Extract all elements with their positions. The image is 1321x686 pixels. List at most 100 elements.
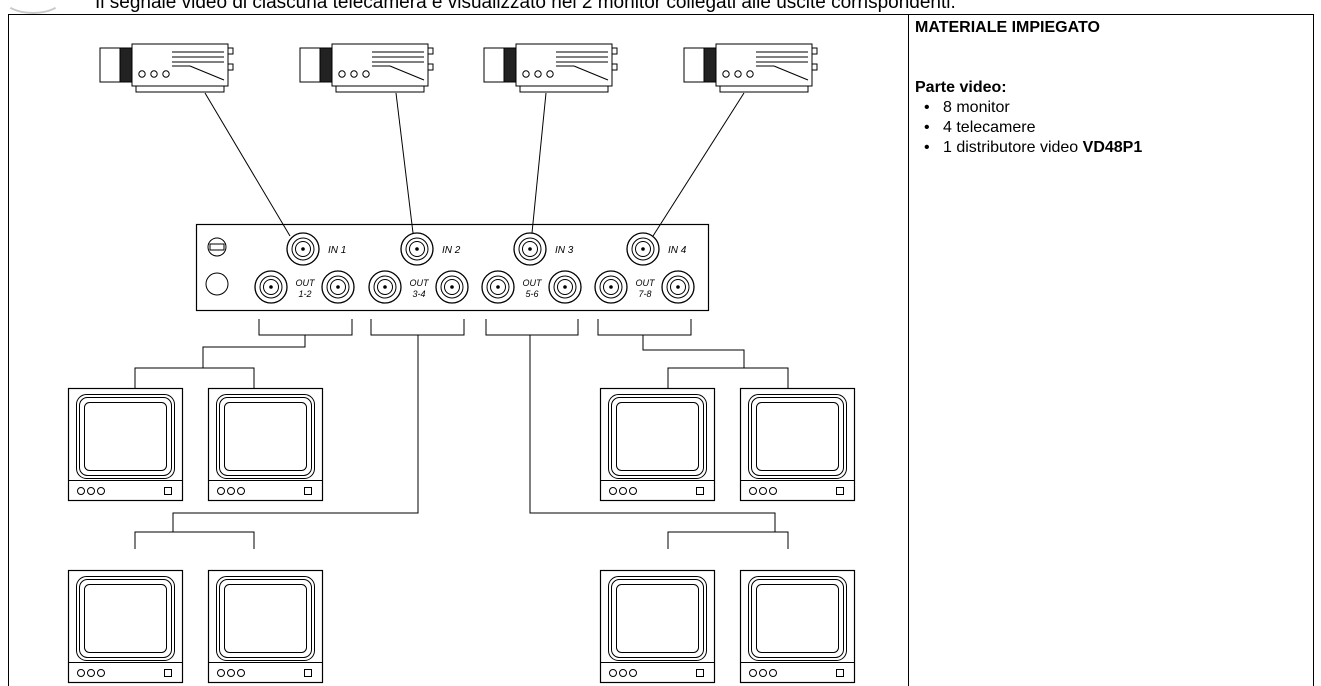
camera-led — [338, 70, 346, 78]
monitor-6 — [207, 569, 324, 684]
monitor-1 — [67, 387, 184, 502]
monitor-knob — [237, 669, 245, 677]
cable-out-2 — [134, 335, 419, 549]
monitor-knob — [97, 669, 105, 677]
monitor-power-button — [164, 487, 172, 495]
camera-4 — [683, 43, 818, 93]
camera-connector — [811, 47, 818, 55]
bnc-pin — [528, 247, 532, 251]
camera-connector — [427, 63, 434, 71]
cable-out-4b — [744, 367, 789, 388]
camera-lens-ring — [319, 47, 333, 83]
bnc-pin — [563, 285, 567, 289]
input-label-1: IN 1 — [328, 245, 346, 256]
header-text: Il segnale video di ciascuna telecamera … — [95, 0, 956, 13]
power-knob-slot — [209, 243, 225, 251]
camera-3 — [483, 43, 618, 93]
camera-led — [162, 70, 170, 78]
monitor-knob — [609, 669, 617, 677]
monitor-screen — [84, 584, 167, 653]
bnc-pin — [301, 247, 305, 251]
camera-cable-guide — [573, 65, 609, 81]
monitor-3 — [599, 387, 716, 502]
camera-body — [131, 43, 229, 87]
input-connector-2 — [400, 232, 434, 266]
monitor-knob — [217, 669, 225, 677]
monitor-power-button — [304, 487, 312, 495]
bnc-pin — [676, 285, 680, 289]
monitor-knob — [759, 669, 767, 677]
monitor-8 — [739, 569, 856, 684]
cable-out-1 — [134, 335, 306, 388]
indicator-led — [205, 272, 229, 296]
camera-lens-ring — [703, 47, 717, 83]
materials-list: 8 monitor 4 telecamere 1 distributore vi… — [915, 98, 1315, 158]
monitor-knob — [619, 487, 627, 495]
monitor-knob — [769, 669, 777, 677]
camera-connector — [611, 63, 618, 71]
output-label-2: OUT — [410, 278, 431, 288]
monitor-screen — [616, 402, 699, 471]
monitor-screen — [224, 402, 307, 471]
cable-out-3 — [529, 335, 776, 549]
bnc-pin — [609, 285, 613, 289]
cable-group — [134, 92, 789, 549]
input-label-2: IN 2 — [442, 245, 461, 256]
monitor-screen — [756, 584, 839, 653]
bnc-pin — [641, 247, 645, 251]
camera-cable-guide — [389, 65, 425, 81]
monitor-power-button — [836, 669, 844, 677]
monitor-2 — [207, 387, 324, 502]
output-label-3: OUT — [523, 278, 544, 288]
camera-cable-guide — [189, 65, 225, 81]
camera-led — [522, 70, 530, 78]
monitor-knob — [629, 669, 637, 677]
materials-item-cameras: 4 telecamere — [915, 118, 1315, 138]
camera-lens — [299, 47, 321, 83]
input-label-3: IN 3 — [555, 245, 574, 256]
monitor-power-button — [304, 669, 312, 677]
materials-title: MATERIALE IMPIEGATO — [915, 19, 1100, 36]
output-connector-1 — [254, 270, 288, 304]
monitor-screen — [756, 402, 839, 471]
input-connector-4 — [626, 232, 660, 266]
camera-lens-ring — [503, 47, 517, 83]
output-label-4: OUT — [636, 278, 657, 288]
materials-item-monitors: 8 monitor — [915, 98, 1315, 118]
output-connector-4 — [435, 270, 469, 304]
output-connector-7 — [594, 270, 628, 304]
camera-connector — [611, 47, 618, 55]
camera-mount — [335, 85, 425, 93]
monitor-5 — [67, 569, 184, 684]
camera-lens — [483, 47, 505, 83]
output-bracket-2 — [370, 319, 465, 336]
camera-1 — [99, 43, 234, 93]
bnc-pin — [383, 285, 387, 289]
bnc-pin — [496, 285, 500, 289]
monitor-knob — [237, 487, 245, 495]
camera-lens — [99, 47, 121, 83]
cable-out-2b — [173, 531, 255, 549]
output-connector-5 — [481, 270, 515, 304]
monitor-power-button — [696, 669, 704, 677]
camera-body — [715, 43, 813, 87]
output-connector-3 — [368, 270, 402, 304]
monitor-power-button — [836, 487, 844, 495]
output-range-3: 5-6 — [525, 289, 538, 299]
monitor-knob — [77, 487, 85, 495]
camera-led — [746, 70, 754, 78]
monitor-knob — [759, 487, 767, 495]
monitor-knob — [749, 487, 757, 495]
camera-led — [138, 70, 146, 78]
bnc-pin — [450, 285, 454, 289]
input-connector-3 — [513, 232, 547, 266]
camera-led — [546, 70, 554, 78]
monitor-knob — [97, 487, 105, 495]
monitor-knob — [77, 669, 85, 677]
camera-led — [534, 70, 542, 78]
camera-connector — [227, 47, 234, 55]
header-decoration — [4, 0, 62, 14]
camera-lens — [683, 47, 705, 83]
monitor-knob — [87, 487, 95, 495]
